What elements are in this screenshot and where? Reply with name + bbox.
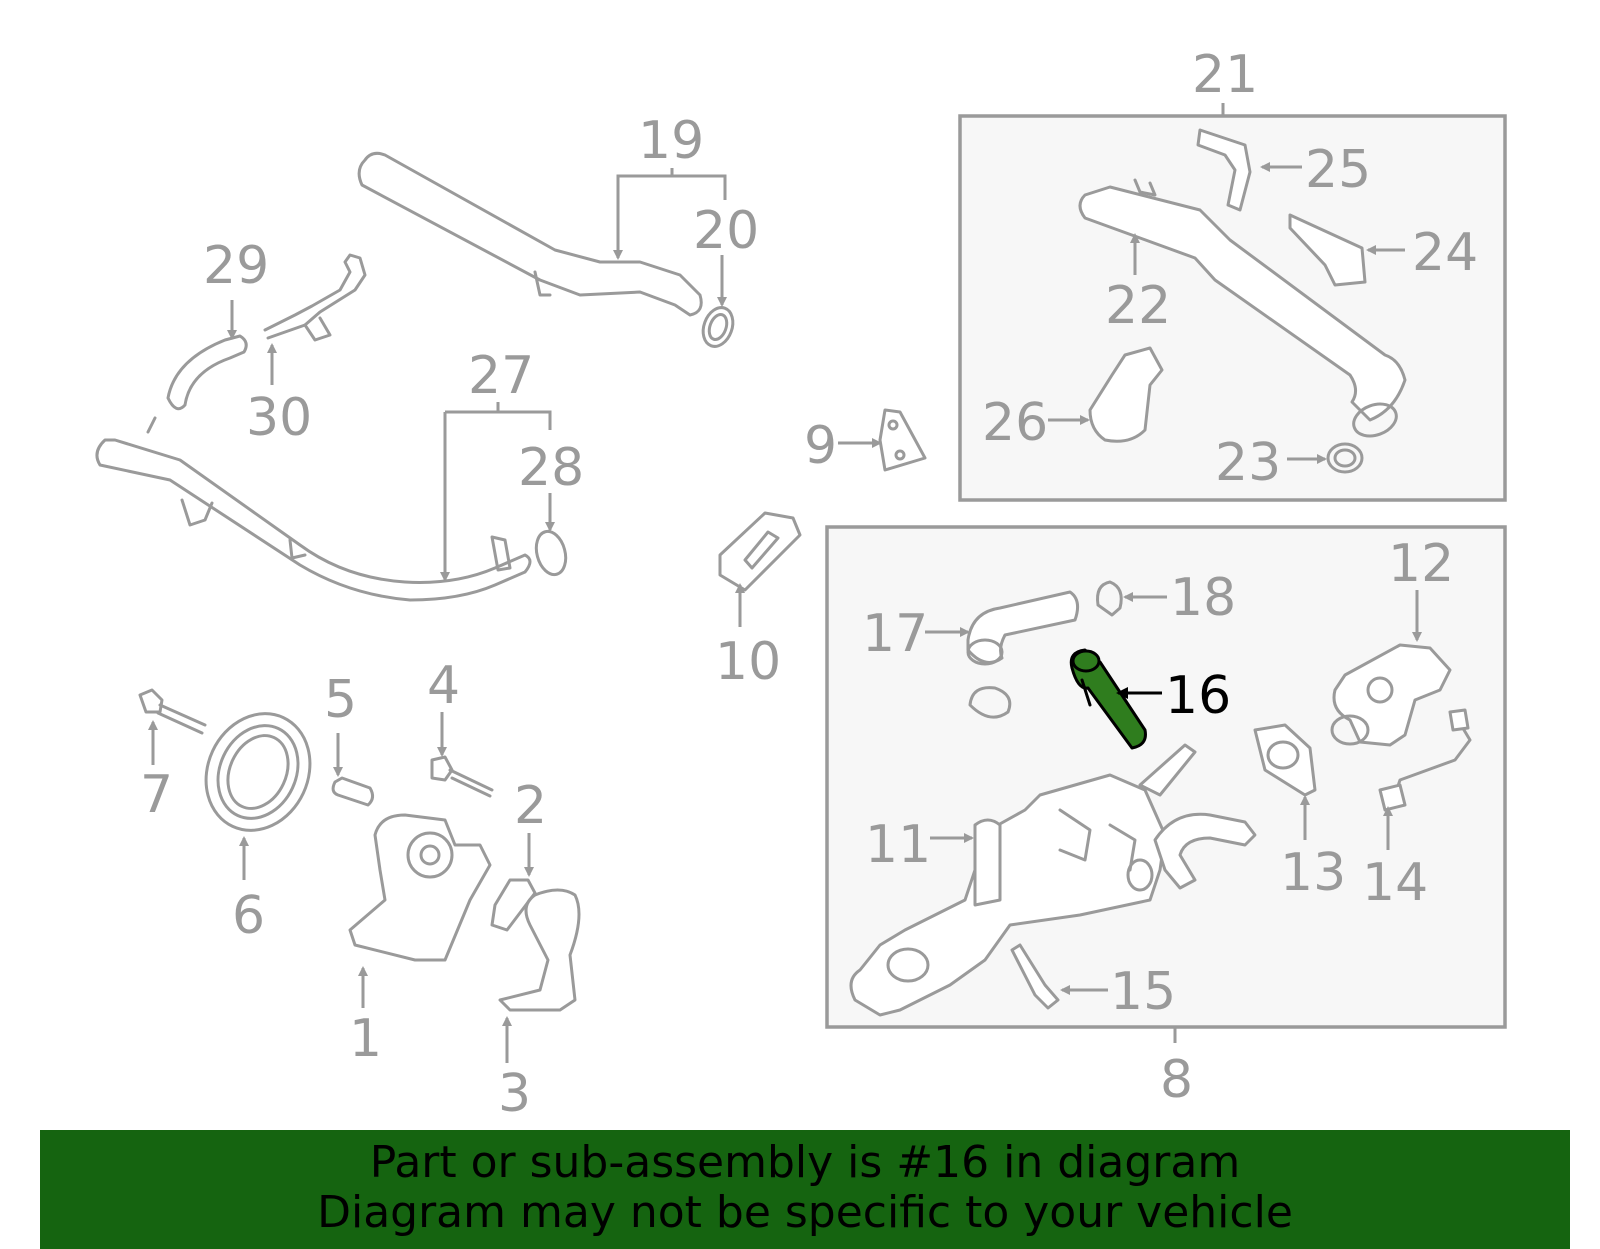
callout-24: 24 <box>1412 223 1478 283</box>
callout-27: 27 <box>468 346 534 406</box>
part-19-coolant-pipe[interactable] <box>357 151 703 317</box>
callout-8: 8 <box>1160 1050 1193 1110</box>
part-12-thermostat-housing[interactable] <box>1330 643 1452 747</box>
callout-17: 17 <box>862 604 928 664</box>
callout-26: 26 <box>982 393 1048 453</box>
banner-line-2: Diagram may not be specific to your vehi… <box>317 1187 1293 1238</box>
part-16-fitting-highlighted[interactable] <box>1069 648 1147 750</box>
callout-30: 30 <box>246 388 312 448</box>
banner-line-1: Part or sub-assembly is #16 in diagram <box>369 1137 1241 1188</box>
part-23-o-ring[interactable] <box>1326 442 1364 474</box>
leader-lines <box>148 103 1422 1063</box>
callout-29: 29 <box>203 236 269 296</box>
callout-5: 5 <box>324 670 357 730</box>
part-4-bolt[interactable] <box>430 755 494 798</box>
callout-16: 16 <box>1165 666 1231 726</box>
part-13-gasket[interactable] <box>1253 723 1317 797</box>
part-clamp[interactable] <box>968 686 1012 719</box>
info-banner: Part or sub-assembly is #16 in diagram D… <box>40 1130 1570 1249</box>
part-10-gasket[interactable] <box>718 511 802 592</box>
part-26-hose[interactable] <box>1088 346 1164 443</box>
part-20-o-ring[interactable] <box>698 303 738 350</box>
callout-9: 9 <box>804 416 837 476</box>
callout-labels: 1 2 3 4 5 6 7 8 9 10 11 12 13 14 15 16 1… <box>140 45 1478 1124</box>
part-25-bracket[interactable] <box>1196 128 1252 212</box>
part-9-gasket[interactable] <box>878 408 927 472</box>
callout-20: 20 <box>693 201 759 261</box>
part-15-sensor[interactable] <box>1010 943 1060 1010</box>
callout-13: 13 <box>1280 843 1346 903</box>
callout-28: 28 <box>518 438 584 498</box>
callout-2: 2 <box>514 776 547 836</box>
part-6-pulley[interactable] <box>187 696 328 847</box>
part-7-bolt[interactable] <box>138 688 207 735</box>
part-29-hose[interactable] <box>166 334 248 411</box>
part-5-pin[interactable] <box>331 776 375 807</box>
part-28-o-ring[interactable] <box>532 528 570 578</box>
callout-23: 23 <box>1215 433 1281 493</box>
part-2-gasket[interactable] <box>490 878 537 932</box>
part-27-coolant-pipe[interactable] <box>95 416 532 602</box>
part-1-water-pump[interactable] <box>348 813 492 962</box>
callout-1: 1 <box>349 1009 382 1069</box>
part-14-sensor-harness[interactable] <box>1378 708 1472 812</box>
part-17-hose[interactable] <box>966 590 1080 666</box>
part-18-clamp[interactable] <box>1096 580 1123 617</box>
callout-11: 11 <box>865 815 931 875</box>
part-30-small-pipe[interactable] <box>263 253 367 342</box>
callout-6: 6 <box>232 886 265 946</box>
part-3-gasket[interactable] <box>498 888 581 1012</box>
callout-14: 14 <box>1362 853 1428 913</box>
callout-10: 10 <box>715 632 781 692</box>
callout-15: 15 <box>1110 962 1176 1022</box>
part-24-bracket[interactable] <box>1288 213 1367 287</box>
callout-25: 25 <box>1305 140 1371 200</box>
part-22-coolant-pipe[interactable] <box>1078 178 1407 442</box>
callout-4: 4 <box>427 656 460 716</box>
callout-18: 18 <box>1170 568 1236 628</box>
callout-12: 12 <box>1388 534 1454 594</box>
callout-19: 19 <box>638 111 704 171</box>
callout-21: 21 <box>1192 45 1258 105</box>
callout-3: 3 <box>498 1064 531 1124</box>
callout-22: 22 <box>1105 276 1171 336</box>
part-11-outlet-housing[interactable] <box>849 743 1257 1017</box>
callout-7: 7 <box>140 765 173 825</box>
